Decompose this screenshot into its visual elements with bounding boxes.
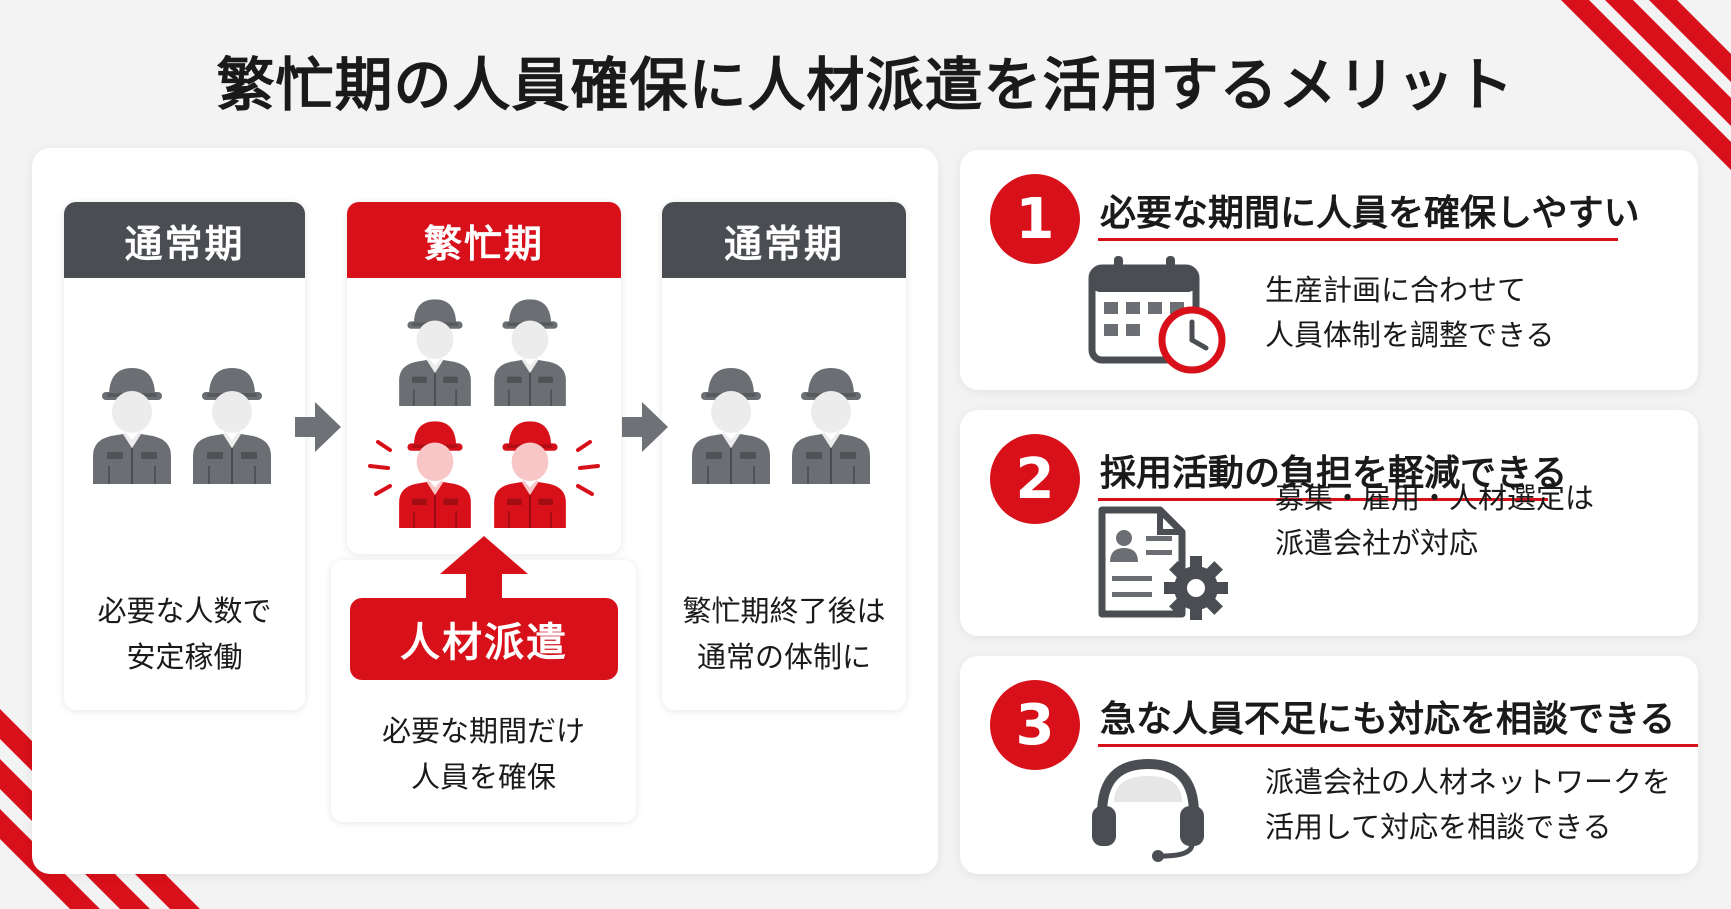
merit-number-3: 3 <box>990 680 1080 770</box>
normal-after-caption: 繁忙期終了後は 通常の体制に <box>682 594 886 674</box>
normal-period-after-label: 通常期 <box>662 202 906 278</box>
merit-text-1: 生産計画に合わせて 人員体制を調整できる <box>1265 273 1555 352</box>
worker-icon <box>87 360 177 484</box>
merit-number-2: 2 <box>990 434 1080 524</box>
staffing-dispatch-badge: 人材派遣 <box>350 598 618 680</box>
page-title: 繁忙期の人員確保に人材派遣を活用するメリット <box>216 51 1515 119</box>
emphasis-burst-icon <box>368 440 392 496</box>
merit-card-1: 1 必要な期間に人員を確保しやすい 生産計画に合わせて 人員体制を調整できる <box>960 150 1698 390</box>
normal-before-caption: 必要な人数で 安定稼働 <box>97 594 272 674</box>
busy-caption: 必要な期間だけ 人員を確保 <box>381 714 585 794</box>
busy-period-label: 繁忙期 <box>347 202 621 278</box>
arrow-up-icon <box>440 536 528 602</box>
merit-text-3: 派遣会社の人材ネットワークを 活用して対応を相談できる <box>1265 765 1672 844</box>
dispatched-worker-icon <box>393 414 477 528</box>
merit-card-3: 3 急な人員不足にも対応を相談できる 派遣会社の人材ネットワークを 活用して対応… <box>960 656 1698 874</box>
arrow-right-icon <box>295 402 341 452</box>
merit-number-1: 1 <box>990 174 1080 264</box>
merit-text-2: 募集・雇用・人材選定は 派遣会社が対応 <box>1275 481 1595 560</box>
calendar-clock-icon <box>1088 256 1226 374</box>
merit-title-1: 必要な期間に人員を確保しやすい <box>1100 193 1640 234</box>
worker-icon <box>488 292 572 406</box>
merit-title-2: 採用活動の負担を軽減できる <box>1100 453 1568 494</box>
emphasis-burst-icon <box>576 440 600 496</box>
busy-period-column: 繁忙期 <box>347 202 621 554</box>
worker-icon <box>786 360 876 484</box>
worker-icon <box>187 360 277 484</box>
normal-period-before-label: 通常期 <box>64 202 305 278</box>
worker-icon <box>686 360 776 484</box>
merit-card-2: 2 採用活動の負担を軽減できる 募集・雇用・人材選定は 派遣会社が対応 <box>960 410 1698 636</box>
worker-icon <box>393 292 477 406</box>
merit-underline <box>1098 744 1698 747</box>
dispatched-worker-icon <box>488 414 572 528</box>
merit-underline <box>1098 498 1548 501</box>
headset-icon <box>1092 758 1204 862</box>
merit-title-3: 急な人員不足にも対応を相談できる <box>1100 699 1676 740</box>
merit-underline <box>1098 238 1618 241</box>
document-gear-icon <box>1098 506 1228 620</box>
arrow-right-icon <box>622 402 668 452</box>
